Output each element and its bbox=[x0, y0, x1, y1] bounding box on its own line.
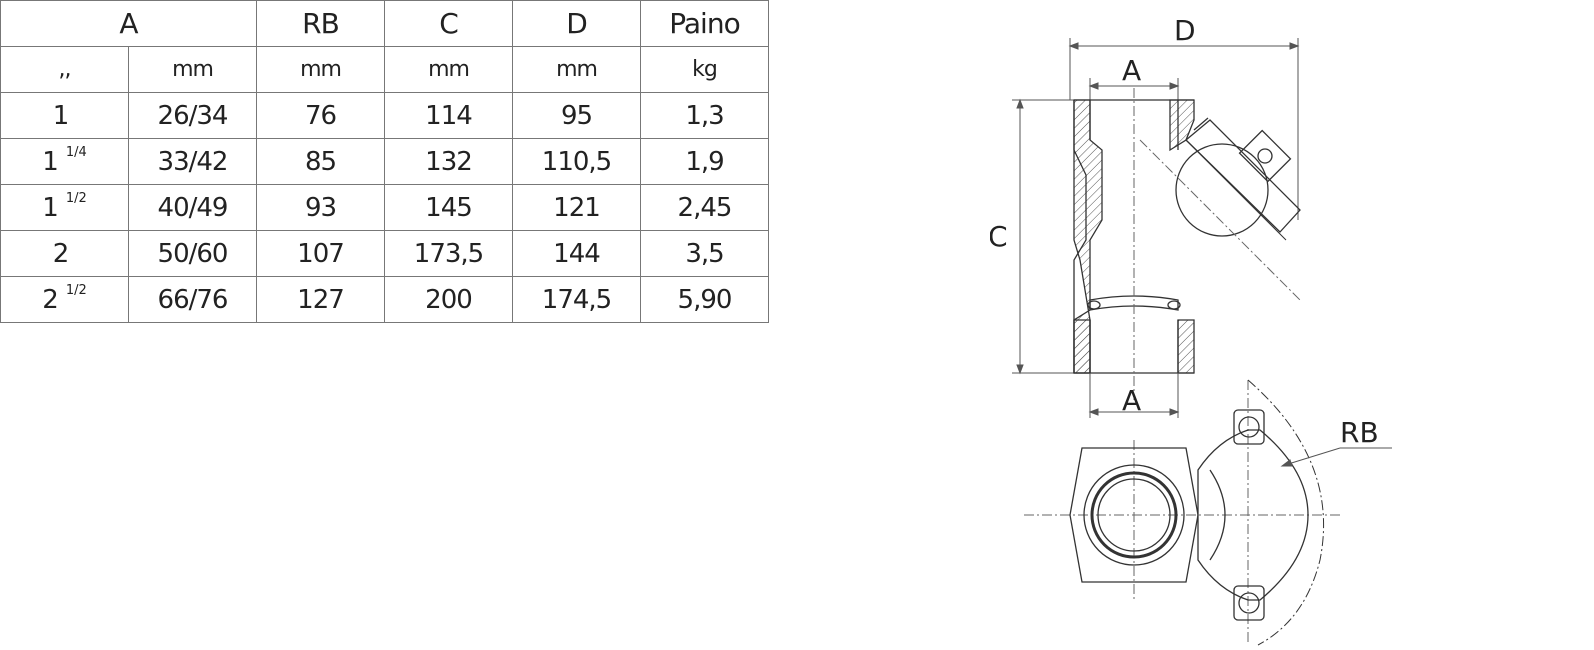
cell-a-mm: 66/76 bbox=[128, 276, 257, 323]
unit-c: mm bbox=[384, 46, 513, 93]
y-strainer-drawing: D A C bbox=[990, 14, 1392, 646]
cell-c: 200 bbox=[384, 276, 513, 323]
label-a-bottom: A bbox=[1122, 384, 1141, 417]
dimension-a-bottom bbox=[1088, 373, 1180, 418]
unit-paino: kg bbox=[640, 46, 769, 93]
cell-a-mm: 50/60 bbox=[128, 230, 257, 277]
cell-c: 145 bbox=[384, 184, 513, 231]
cell-rb: 127 bbox=[256, 276, 385, 323]
cell-d: 95 bbox=[512, 92, 641, 139]
cell-a-inch: 1 bbox=[0, 92, 129, 139]
cell-rb: 93 bbox=[256, 184, 385, 231]
dimension-a-top bbox=[1088, 78, 1180, 100]
label-rb: RB bbox=[1340, 416, 1379, 449]
header-c: C bbox=[384, 0, 513, 47]
cell-rb: 76 bbox=[256, 92, 385, 139]
header-d: D bbox=[512, 0, 641, 47]
dimension-d bbox=[1068, 38, 1300, 220]
unit-a-mm: mm bbox=[128, 46, 257, 93]
table-header-row: A RB C D Paino bbox=[0, 0, 769, 47]
cell-d: 110,5 bbox=[512, 138, 641, 185]
center-lines bbox=[1024, 88, 1340, 645]
unit-d: mm bbox=[512, 46, 641, 93]
cell-a-mm: 33/42 bbox=[128, 138, 257, 185]
cell-paino: 1,3 bbox=[640, 92, 769, 139]
strainer-body-section bbox=[1073, 99, 1301, 374]
cell-paino: 3,5 bbox=[640, 230, 769, 277]
cell-d: 144 bbox=[512, 230, 641, 277]
cell-c: 114 bbox=[384, 92, 513, 139]
table-row: 1 26/34 76 114 95 1,3 bbox=[0, 92, 769, 139]
cell-paino: 1,9 bbox=[640, 138, 769, 185]
label-a-top: A bbox=[1122, 54, 1141, 87]
cell-a-mm: 26/34 bbox=[128, 92, 257, 139]
label-c: C bbox=[990, 220, 1008, 253]
cell-d: 121 bbox=[512, 184, 641, 231]
cell-a-mm: 40/49 bbox=[128, 184, 257, 231]
cell-c: 132 bbox=[384, 138, 513, 185]
cell-paino: 5,90 bbox=[640, 276, 769, 323]
unit-inch: ,, bbox=[0, 46, 129, 93]
dimension-c bbox=[1012, 98, 1074, 375]
table-units-row: ,, mm mm mm mm kg bbox=[0, 46, 769, 93]
cell-paino: 2,45 bbox=[640, 184, 769, 231]
dimension-rb bbox=[1280, 447, 1392, 467]
cell-rb: 107 bbox=[256, 230, 385, 277]
header-a: A bbox=[0, 0, 257, 47]
header-paino: Paino bbox=[640, 0, 769, 47]
header-rb: RB bbox=[256, 0, 385, 47]
unit-rb: mm bbox=[256, 46, 385, 93]
cell-c: 173,5 bbox=[384, 230, 513, 277]
cell-a-inch: 2 bbox=[0, 230, 129, 277]
strainer-top-view bbox=[1069, 379, 1325, 646]
dimensions-table: A RB C D Paino ,, mm mm mm mm kg 1 26/34… bbox=[0, 0, 769, 323]
cell-d: 174,5 bbox=[512, 276, 641, 323]
cell-rb: 85 bbox=[256, 138, 385, 185]
table-row: 2 50/60 107 173,5 144 3,5 bbox=[0, 230, 769, 277]
label-d: D bbox=[1174, 14, 1196, 47]
